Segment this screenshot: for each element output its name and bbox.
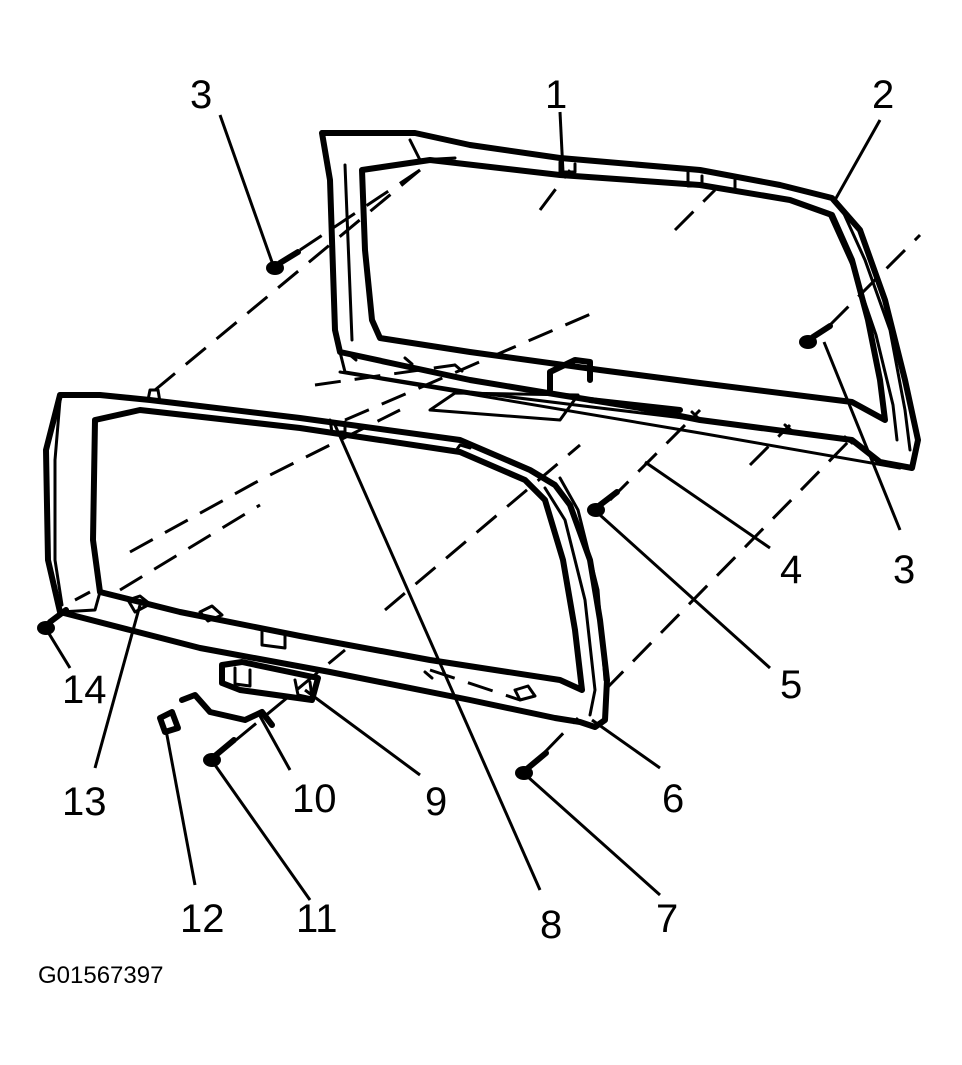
callout-13: 13	[62, 780, 107, 824]
figure-id: G01567397	[38, 962, 163, 989]
screw-right	[799, 323, 833, 349]
callout-11: 11	[296, 897, 338, 941]
callout-labels: 1 2 3 3 4 5 6 7 8 9 10 11 12 13 14	[62, 73, 915, 947]
callout-6: 6	[662, 777, 684, 821]
screw-7	[515, 750, 549, 780]
callout-12: 12	[180, 897, 225, 941]
screw-upper-left	[266, 249, 301, 275]
rear-door-frame	[319, 130, 921, 471]
screw-parts	[37, 249, 833, 780]
callout-7: 7	[656, 897, 678, 941]
leader-lines	[46, 111, 902, 901]
screw-14	[37, 607, 69, 635]
callout-14: 14	[62, 668, 107, 712]
callout-3-upper: 3	[190, 73, 212, 117]
front-trim-panel	[43, 388, 610, 730]
screw-11	[203, 737, 237, 767]
callout-4: 4	[780, 548, 802, 592]
callout-5: 5	[780, 663, 802, 707]
callout-1: 1	[545, 73, 567, 117]
alignment-dash-lines	[74, 168, 922, 754]
handle-assembly	[157, 659, 321, 735]
callout-2: 2	[872, 73, 894, 117]
callout-9: 9	[425, 780, 447, 824]
callout-3-lower: 3	[893, 548, 915, 592]
callout-10: 10	[292, 777, 337, 821]
callout-8: 8	[540, 903, 562, 947]
